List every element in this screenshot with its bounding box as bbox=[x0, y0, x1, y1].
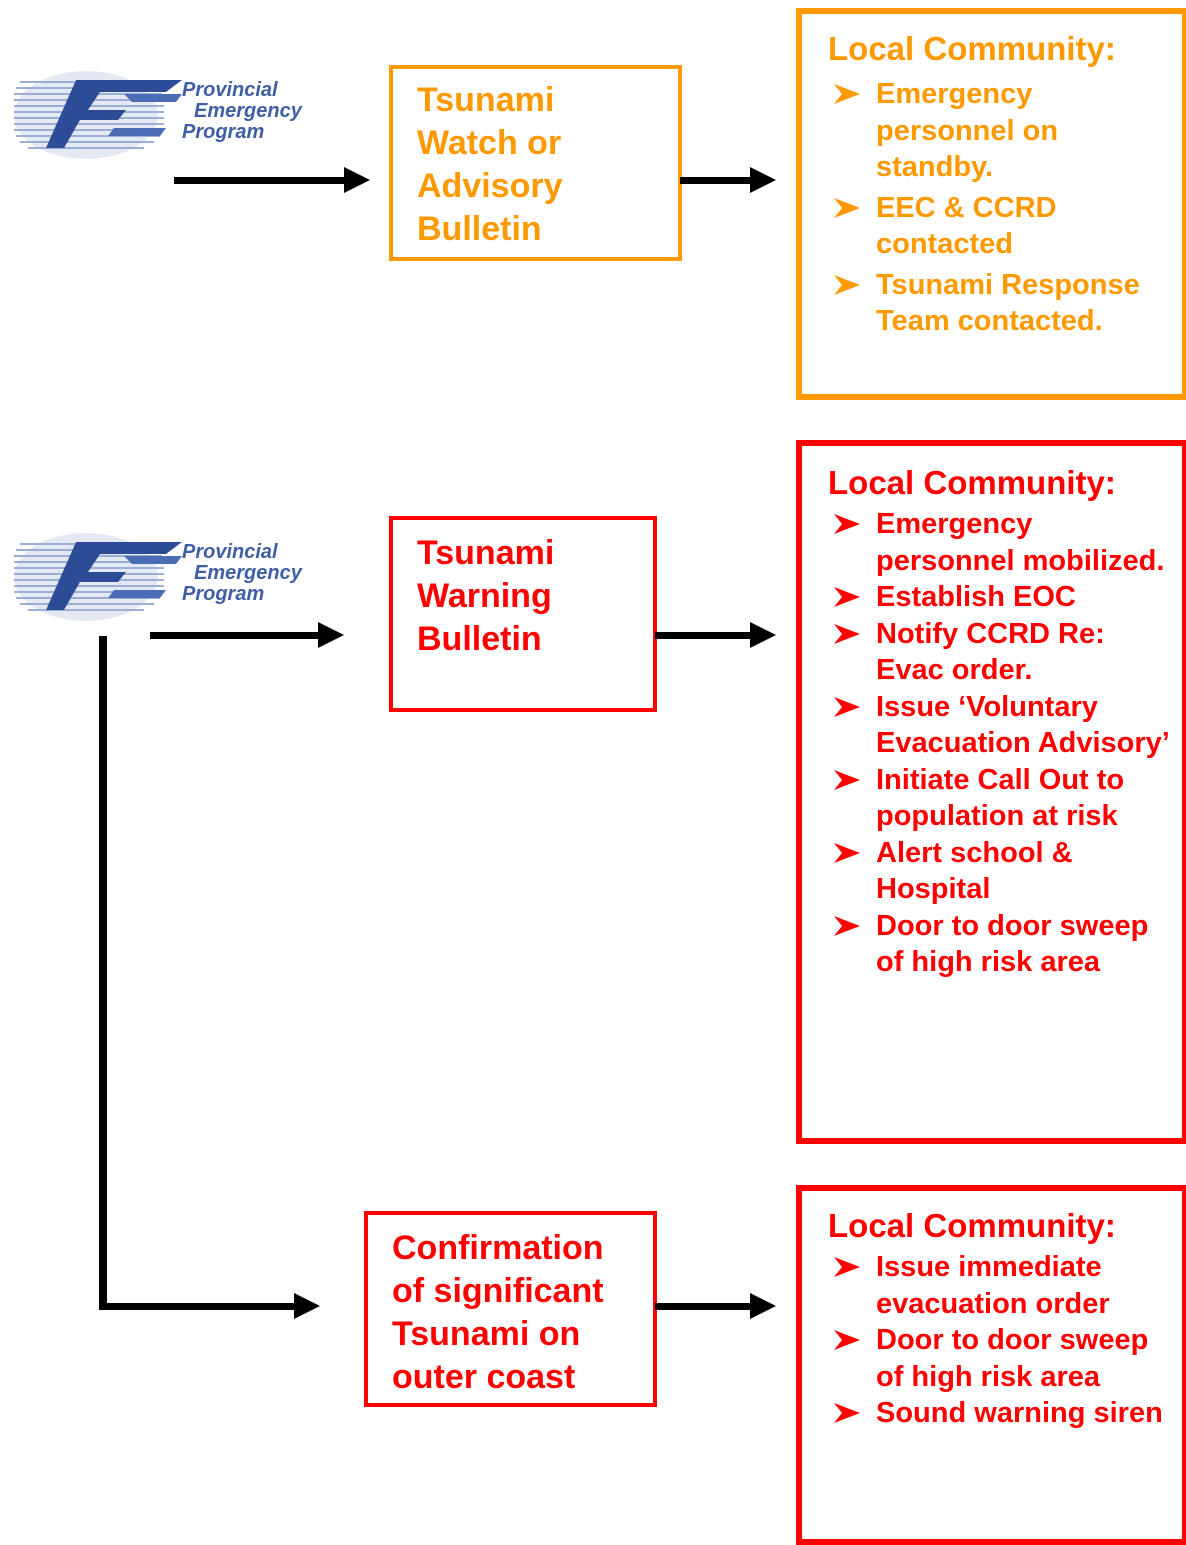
action-item: Notify CCRD Re: Evac order. bbox=[828, 616, 1176, 689]
panel-title: Local Community: bbox=[828, 30, 1116, 67]
action-item: Door to door sweep of high risk area bbox=[828, 908, 1176, 981]
action-text: Issue immediate evacuation order bbox=[876, 1251, 1110, 1320]
action-text: Door to door sweep of high risk area bbox=[876, 1324, 1149, 1393]
arrow-bullet-icon bbox=[834, 1257, 860, 1277]
arrow-bullet-icon bbox=[834, 274, 860, 295]
box-line: Bulletin bbox=[417, 210, 542, 248]
arrow-confirmation-to-panel-shaft bbox=[655, 1303, 752, 1310]
action-text: Tsunami Response Team contacted. bbox=[876, 268, 1140, 338]
action-item: Emergency personnel mobilized. bbox=[828, 506, 1176, 579]
arrow-watch-to-panel-shaft bbox=[680, 177, 752, 184]
connector-vertical bbox=[99, 636, 107, 1310]
arrow-bullet-icon bbox=[834, 696, 860, 717]
arrow-bullet-icon bbox=[834, 842, 860, 863]
action-text: Establish EOC bbox=[876, 581, 1076, 613]
box-line: Bulletin bbox=[417, 620, 542, 658]
action-text: Sound warning siren bbox=[876, 1397, 1163, 1429]
action-text: Issue ‘Voluntary Evacuation Advisory’ bbox=[876, 690, 1170, 760]
action-item: Sound warning siren bbox=[828, 1395, 1176, 1432]
panel-title: Local Community: bbox=[828, 1207, 1116, 1244]
action-item: EEC & CCRD contacted bbox=[828, 190, 1176, 263]
arrow-logo-to-watch-shaft bbox=[174, 177, 346, 184]
box-line: outer coast bbox=[392, 1358, 576, 1396]
arrow-warning-to-panel-head bbox=[750, 622, 776, 648]
action-item: Issue immediate evacuation order bbox=[828, 1249, 1176, 1322]
action-list: Emergency personnel mobilized. Establish… bbox=[828, 506, 1176, 981]
box-line: Tsunami on bbox=[392, 1315, 581, 1353]
arrow-bullet-icon bbox=[834, 197, 860, 218]
arrow-bullet-icon bbox=[834, 915, 860, 936]
action-item: Door to door sweep of high risk area bbox=[828, 1322, 1176, 1395]
confirmation-box: Confirmation of significant Tsunami on o… bbox=[364, 1211, 657, 1407]
action-text: Alert school & Hospital bbox=[876, 836, 1073, 906]
action-item: Initiate Call Out to population at risk bbox=[828, 762, 1176, 835]
logo-line-program: Program bbox=[182, 583, 265, 605]
arrow-to-confirmation-shaft bbox=[99, 1303, 296, 1310]
confirmation-community-panel: Local Community: Issue immediate evacuat… bbox=[796, 1185, 1186, 1545]
arrow-bullet-icon bbox=[834, 1330, 860, 1350]
box-line: Tsunami bbox=[417, 81, 555, 119]
logo-line-provincial: Provincial bbox=[182, 79, 278, 101]
arrow-confirmation-to-panel-head bbox=[750, 1293, 776, 1319]
arrow-to-confirmation-head bbox=[294, 1293, 320, 1319]
arrow-logo-to-warning-shaft bbox=[150, 632, 320, 639]
logo-line-emergency: Emergency bbox=[194, 100, 302, 122]
warning-community-panel: Local Community: Emergency personnel mob… bbox=[796, 440, 1186, 1144]
action-item: Emergency personnel on standby. bbox=[828, 76, 1176, 186]
arrow-bullet-icon bbox=[834, 769, 860, 790]
action-item: Issue ‘Voluntary Evacuation Advisory’ bbox=[828, 689, 1176, 762]
warning-bulletin-box: Tsunami Warning Bulletin bbox=[389, 516, 657, 712]
logo-line-provincial: Provincial bbox=[182, 541, 278, 563]
action-text: Notify CCRD Re: Evac order. bbox=[876, 617, 1105, 687]
pep-logo-mark-icon bbox=[13, 70, 183, 160]
arrow-bullet-icon bbox=[834, 514, 860, 534]
watch-advisory-box: Tsunami Watch or Advisory Bulletin bbox=[389, 65, 682, 261]
action-text: Initiate Call Out to population at risk bbox=[876, 763, 1125, 833]
action-list: Issue immediate evacuation order Door to… bbox=[828, 1249, 1176, 1432]
box-line: Warning bbox=[417, 577, 552, 615]
action-item: Establish EOC bbox=[828, 579, 1176, 616]
arrow-bullet-icon bbox=[834, 84, 860, 104]
box-line: Watch or bbox=[417, 124, 562, 162]
action-item: Alert school & Hospital bbox=[828, 835, 1176, 908]
action-text: Emergency personnel mobilized. bbox=[876, 508, 1165, 577]
logo-line-emergency: Emergency bbox=[194, 562, 302, 584]
action-item: Tsunami Response Team contacted. bbox=[828, 267, 1176, 340]
panel-title: Local Community: bbox=[828, 464, 1116, 501]
action-text: EEC & CCRD contacted bbox=[876, 191, 1057, 261]
arrow-logo-to-watch-head bbox=[344, 167, 370, 193]
arrow-bullet-icon bbox=[834, 1403, 860, 1423]
arrow-logo-to-warning-head bbox=[318, 622, 344, 648]
action-text: Emergency personnel on standby. bbox=[876, 78, 1059, 183]
box-line: Advisory bbox=[417, 167, 563, 205]
arrow-bullet-icon bbox=[834, 587, 860, 607]
action-list: Emergency personnel on standby. EEC & CC… bbox=[828, 76, 1176, 340]
arrow-bullet-icon bbox=[834, 623, 860, 644]
box-line: Confirmation bbox=[392, 1229, 604, 1267]
box-line: of significant bbox=[392, 1272, 604, 1310]
action-text: Door to door sweep of high risk area bbox=[876, 909, 1149, 979]
pep-logo: Provincial Emergency Program bbox=[6, 532, 326, 632]
pep-logo-mark-icon bbox=[13, 532, 183, 622]
logo-line-program: Program bbox=[182, 121, 265, 143]
arrow-watch-to-panel-head bbox=[750, 167, 776, 193]
watch-community-panel: Local Community: Emergency personnel on … bbox=[796, 8, 1186, 400]
arrow-warning-to-panel-shaft bbox=[655, 632, 752, 639]
box-line: Tsunami bbox=[417, 534, 555, 572]
pep-logo: Provincial Emergency Program bbox=[6, 70, 326, 170]
